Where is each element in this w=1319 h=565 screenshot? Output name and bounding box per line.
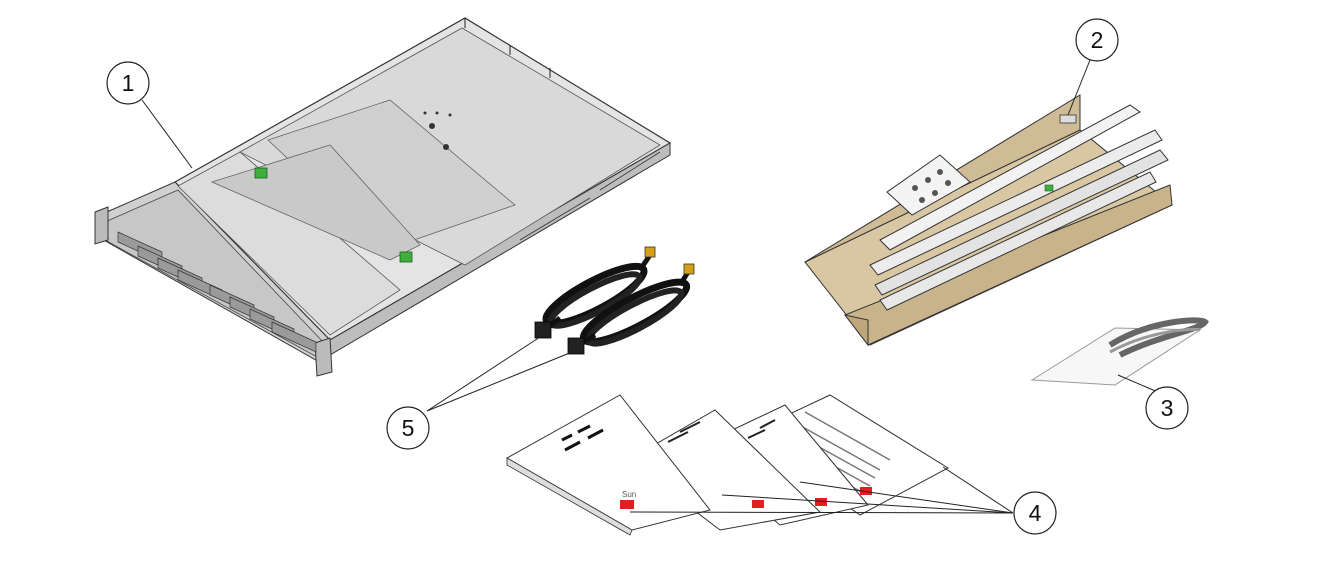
rail-kit-box bbox=[804, 94, 1173, 347]
callout-3-label: 3 bbox=[1161, 395, 1174, 421]
callout-1-label: 1 bbox=[122, 70, 135, 96]
svg-text:Sun: Sun bbox=[622, 490, 636, 499]
callout-3: 3 bbox=[1145, 386, 1189, 430]
cable-bag bbox=[1030, 317, 1209, 386]
callout-4-label: 4 bbox=[1029, 500, 1042, 526]
drive-bays bbox=[117, 231, 317, 353]
callout-1: 1 bbox=[106, 61, 150, 105]
callout-2-label: 2 bbox=[1091, 27, 1104, 53]
green-latch bbox=[254, 167, 268, 179]
callout-4: 4 bbox=[1013, 491, 1057, 535]
callout-5: 5 bbox=[386, 406, 430, 450]
slide-rails bbox=[869, 104, 1169, 311]
callout-2: 2 bbox=[1075, 18, 1119, 62]
power-cords bbox=[534, 246, 695, 355]
documents: Sun bbox=[505, 394, 950, 536]
plug-connector bbox=[567, 337, 585, 355]
hardware-bag bbox=[886, 154, 971, 216]
callout-5-label: 5 bbox=[402, 415, 415, 441]
leader-lines bbox=[141, 59, 1161, 514]
sun-logo-icon bbox=[620, 500, 634, 509]
green-latch bbox=[399, 251, 413, 263]
rack-server bbox=[94, 17, 672, 377]
plug-connector bbox=[534, 321, 552, 339]
